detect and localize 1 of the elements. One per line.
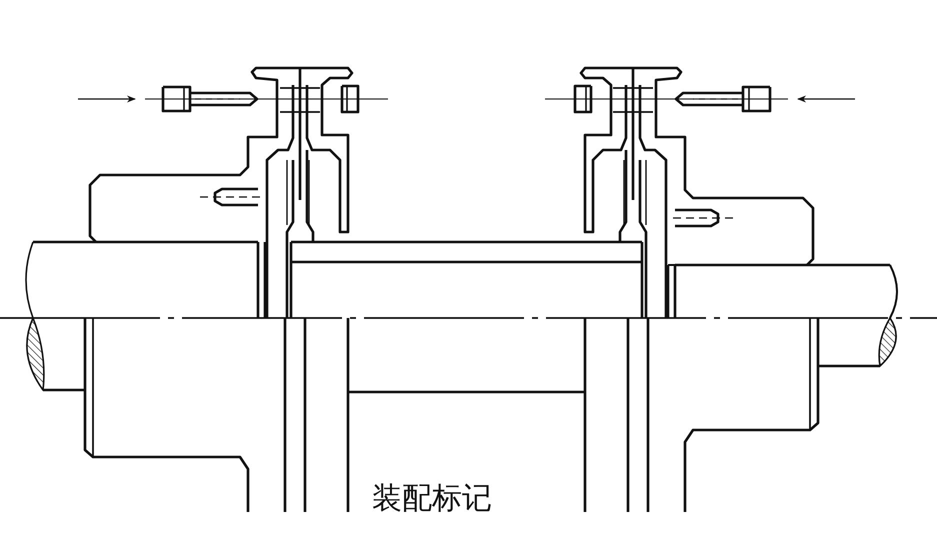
assembly-mark-label: 装配标记 (372, 484, 492, 514)
